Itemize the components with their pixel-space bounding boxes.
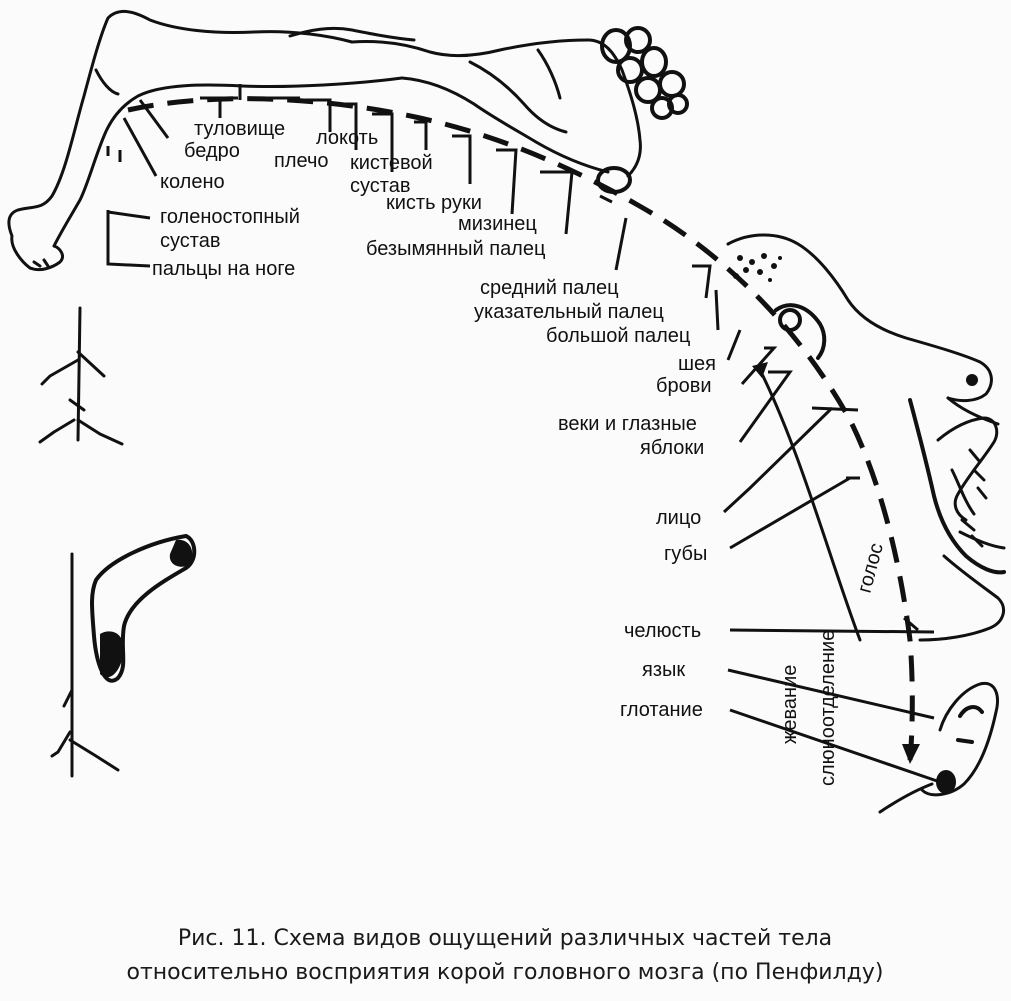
label-neck: шея: [678, 353, 716, 375]
label-eyelids-line2: яблоки: [640, 437, 704, 459]
label-wrist-line1: кистевой: [350, 152, 433, 174]
label-lips: губы: [664, 543, 707, 565]
label-index-finger: указательный палец: [474, 301, 664, 323]
figure-caption: Рис. 11. Схема видов ощущений различных …: [40, 922, 970, 990]
label-hand: кисть руки: [386, 192, 482, 214]
label-toes: пальцы на ноге: [152, 258, 295, 280]
label-leader-lines: [106, 84, 941, 784]
cortex-line: [127, 96, 915, 761]
label-ankle-line2: сустав: [160, 230, 220, 252]
label-trunk: туловище: [194, 118, 285, 140]
label-knee: колено: [160, 171, 225, 193]
label-hip: бедро: [184, 140, 240, 162]
label-wrist-line2: сустав: [350, 175, 410, 197]
label-thumb: большой палец: [546, 325, 690, 347]
label-little-finger: мизинец: [458, 213, 537, 235]
body-part-labels: туловище локоть бедро плечо кистевой сус…: [152, 118, 888, 786]
cortex-sketch-bottom: [50, 533, 197, 778]
label-chewing: жевание: [779, 665, 801, 744]
label-face: лицо: [656, 507, 701, 529]
label-middle-finger: средний палец: [480, 277, 619, 299]
homunculus-body-outline: [7, 10, 689, 272]
label-elbow: локоть: [316, 127, 378, 149]
label-ring-finger: безымянный палец: [366, 238, 545, 260]
fingers-cluster: [600, 26, 689, 120]
label-shoulder: плечо: [274, 150, 329, 172]
label-salivation: слюноотделение: [817, 630, 839, 786]
label-swallowing: глотание: [620, 699, 703, 721]
caption-line-2: относительно восприятия корой головного …: [126, 960, 884, 985]
label-jaw: челюсть: [624, 620, 701, 642]
label-voice: голос: [854, 541, 888, 596]
label-ankle-line1: голеностопный: [160, 206, 300, 228]
caption-line-1: Рис. 11. Схема видов ощущений различных …: [177, 926, 833, 951]
label-tongue: язык: [642, 659, 685, 681]
label-brows: брови: [656, 375, 712, 397]
label-eyelids-line1: веки и глазные: [558, 413, 697, 435]
cortex-sketch-top: [38, 306, 124, 446]
